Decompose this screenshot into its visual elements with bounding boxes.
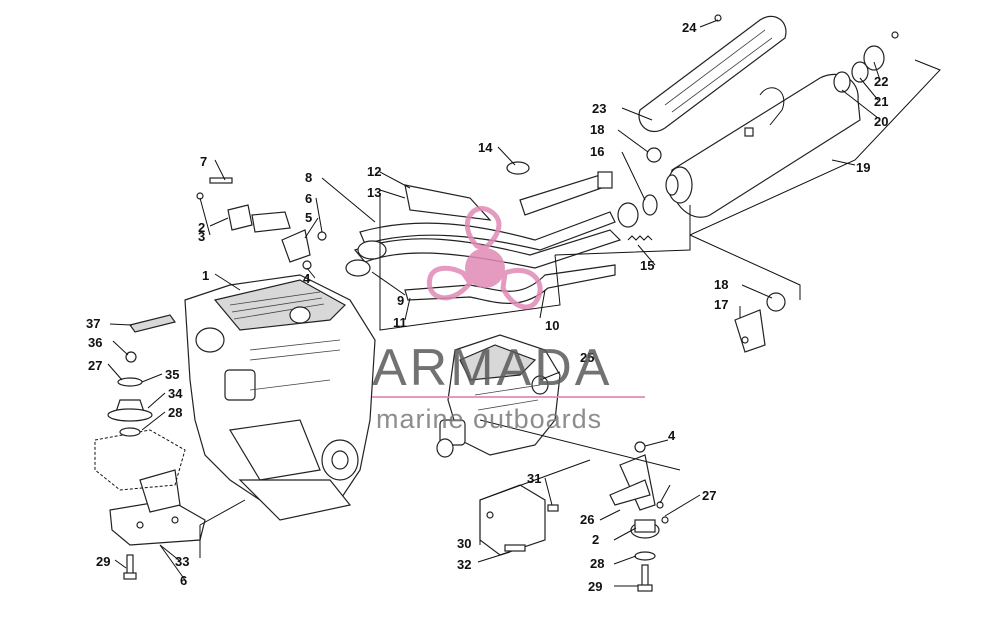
callout-6-left: 6 bbox=[180, 573, 187, 588]
callout-21: 21 bbox=[874, 94, 888, 109]
left-bolt bbox=[123, 554, 137, 580]
exhaust-spring bbox=[627, 235, 653, 241]
callout-3: 3 bbox=[198, 229, 205, 244]
cover-plate bbox=[479, 484, 559, 556]
callout-25: 25 bbox=[580, 350, 594, 365]
mount-gasket-outline bbox=[94, 429, 186, 491]
callout-28-left: 28 bbox=[168, 405, 182, 420]
callout-28-right: 28 bbox=[590, 556, 604, 571]
grommet-18-top bbox=[646, 147, 662, 163]
callout-35: 35 bbox=[165, 367, 179, 382]
callout-17: 17 bbox=[714, 297, 728, 312]
callout-24: 24 bbox=[682, 20, 697, 35]
callout-2: 2 bbox=[198, 220, 205, 235]
callout-11: 11 bbox=[393, 315, 407, 330]
callout-7: 7 bbox=[200, 154, 207, 169]
tip-22 bbox=[863, 45, 885, 71]
callout-12: 12 bbox=[367, 164, 381, 179]
gearbox bbox=[436, 334, 561, 458]
leader-lines bbox=[107, 19, 941, 587]
callout-18-hanger: 18 bbox=[714, 277, 728, 292]
thermostat-housing bbox=[196, 177, 291, 233]
clamp-16 bbox=[642, 194, 658, 216]
callout-1: 1 bbox=[202, 268, 209, 283]
callout-18-top: 18 bbox=[590, 122, 604, 137]
watermark-brand: ARMADA bbox=[372, 339, 612, 397]
callout-13: 13 bbox=[367, 185, 381, 200]
left-rubber-mounts bbox=[107, 351, 153, 437]
engine-block bbox=[184, 274, 376, 521]
callout-29-left: 29 bbox=[96, 554, 110, 569]
ring-21 bbox=[851, 61, 869, 83]
shim-plate bbox=[128, 314, 177, 333]
left-mount-bracket bbox=[109, 469, 206, 546]
callout-36: 36 bbox=[88, 335, 102, 350]
armada-logo-icon bbox=[426, 205, 543, 310]
callout-30: 30 bbox=[457, 536, 471, 551]
callout-33: 33 bbox=[175, 554, 189, 569]
callout-20: 20 bbox=[874, 114, 888, 129]
callout-4: 4 bbox=[303, 271, 311, 286]
right-mount-bracket bbox=[609, 441, 656, 511]
watermark-tagline: marine outboards bbox=[376, 404, 602, 434]
callout-34: 34 bbox=[168, 386, 183, 401]
callout-31: 31 bbox=[527, 471, 541, 486]
callout-9: 9 bbox=[397, 293, 404, 308]
callout-29-right: 29 bbox=[588, 579, 602, 594]
callout-16: 16 bbox=[590, 144, 604, 159]
callout-4-right: 4 bbox=[668, 428, 676, 443]
callout-6: 6 bbox=[305, 191, 312, 206]
callout-numbers: 1 2 3 4 5 6 7 8 9 10 11 12 13 14 15 16 1… bbox=[86, 20, 888, 594]
muffler bbox=[665, 73, 861, 218]
callout-15: 15 bbox=[640, 258, 654, 273]
watermark: ARMADA marine outboards bbox=[372, 205, 645, 434]
right-rubber-mounts bbox=[630, 501, 669, 592]
callout-5: 5 bbox=[305, 210, 312, 225]
bracket-5 bbox=[281, 229, 311, 263]
clamp-20 bbox=[833, 71, 851, 93]
muffler-hanger bbox=[734, 292, 786, 353]
callout-8: 8 bbox=[305, 170, 312, 185]
callout-10: 10 bbox=[545, 318, 559, 333]
callout-27-left: 27 bbox=[88, 358, 102, 373]
callout-27-right: 27 bbox=[702, 488, 716, 503]
callout-2-right: 2 bbox=[592, 532, 599, 547]
callout-32: 32 bbox=[457, 557, 471, 572]
callout-19: 19 bbox=[856, 160, 870, 175]
callout-22: 22 bbox=[874, 74, 888, 89]
callout-26: 26 bbox=[580, 512, 594, 527]
heat-shield bbox=[638, 14, 787, 133]
callout-14: 14 bbox=[478, 140, 493, 155]
callout-23: 23 bbox=[592, 101, 606, 116]
callout-37: 37 bbox=[86, 316, 100, 331]
